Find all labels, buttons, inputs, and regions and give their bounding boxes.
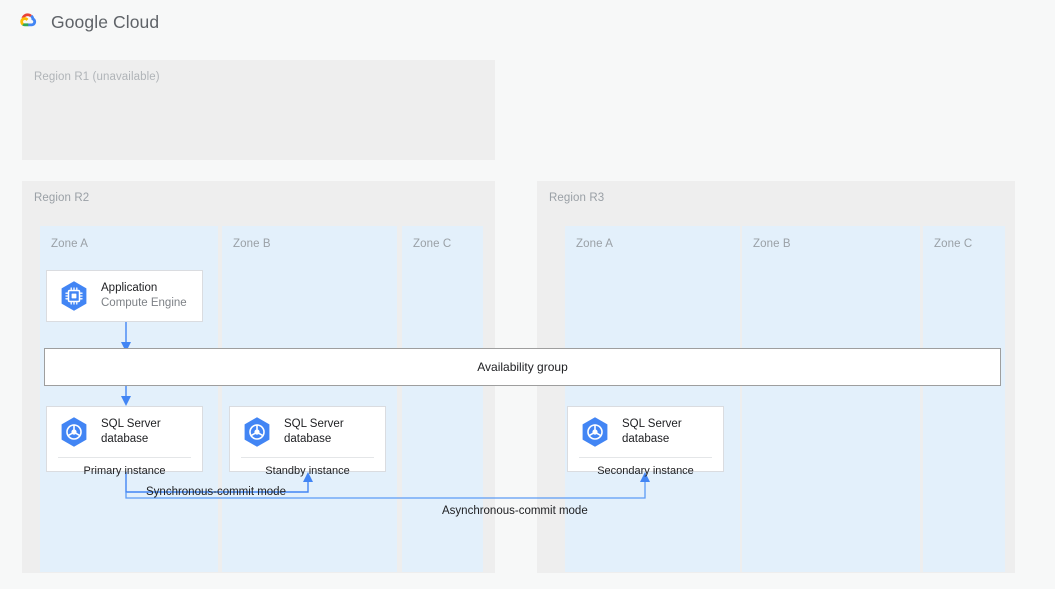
node-standby-database[interactable]: SQL Server database Standby instance xyxy=(229,406,386,477)
connector-label-synchronous: Synchronous-commit mode xyxy=(146,486,286,498)
region-label-r1: Region R1 (unavailable) xyxy=(34,71,160,83)
google-cloud-logo-icon xyxy=(20,13,37,27)
secondary-card-body: SQL Server database xyxy=(568,407,723,457)
standby-instance-label: Standby instance xyxy=(265,465,350,477)
node-primary-database[interactable]: SQL Server database Primary instance xyxy=(46,406,203,477)
secondary-divider xyxy=(579,457,712,458)
application-card-text: Application Compute Engine xyxy=(101,281,187,310)
standby-card-body: SQL Server database xyxy=(230,407,385,457)
application-subtitle: Compute Engine xyxy=(101,297,187,309)
secondary-instance-label: Secondary instance xyxy=(597,465,694,477)
page-header: Google Cloud xyxy=(0,0,1055,44)
availability-group-bar[interactable]: Availability group xyxy=(44,348,1001,386)
primary-card-text: SQL Server database xyxy=(101,417,161,446)
compute-engine-icon xyxy=(61,281,87,311)
zone-label-r2-b: Zone B xyxy=(233,238,271,250)
node-secondary-database[interactable]: SQL Server database Secondary instance xyxy=(567,406,724,477)
region-label-r2: Region R2 xyxy=(34,192,90,204)
connector-label-asynchronous: Asynchronous-commit mode xyxy=(442,505,588,517)
region-label-r3: Region R3 xyxy=(549,192,605,204)
primary-title: SQL Server database xyxy=(101,418,161,445)
sql-server-database-icon xyxy=(582,417,608,447)
zone-label-r3-c: Zone C xyxy=(934,238,973,250)
application-card-body: Application Compute Engine xyxy=(47,271,202,321)
zone-r3-c: Zone C xyxy=(923,226,1005,572)
primary-divider xyxy=(58,457,191,458)
zone-r2-b: Zone B xyxy=(222,226,397,572)
secondary-title: SQL Server database xyxy=(622,418,682,445)
zone-label-r2-c: Zone C xyxy=(413,238,452,250)
application-title: Application xyxy=(101,282,158,295)
node-application[interactable]: Application Compute Engine xyxy=(46,270,203,322)
brand-wordmark: Google Cloud xyxy=(51,11,160,32)
standby-title: SQL Server database xyxy=(284,418,344,445)
zone-r2-c: Zone C xyxy=(402,226,483,572)
standby-divider xyxy=(241,457,374,458)
sql-server-database-icon xyxy=(61,417,87,447)
zone-r3-b: Zone B xyxy=(742,226,920,572)
primary-card-body: SQL Server database xyxy=(47,407,202,457)
zone-r3-a: Zone A xyxy=(565,226,740,572)
primary-instance-label: Primary instance xyxy=(83,465,166,477)
secondary-card-text: SQL Server database xyxy=(622,417,682,446)
availability-group-label: Availability group xyxy=(477,360,568,374)
region-panel-r1: Region R1 (unavailable) xyxy=(22,60,495,160)
standby-card-text: SQL Server database xyxy=(284,417,344,446)
zone-label-r3-a: Zone A xyxy=(576,238,614,250)
zone-label-r2-a: Zone A xyxy=(51,238,89,250)
sql-server-database-icon xyxy=(244,417,270,447)
zone-label-r3-b: Zone B xyxy=(753,238,791,250)
